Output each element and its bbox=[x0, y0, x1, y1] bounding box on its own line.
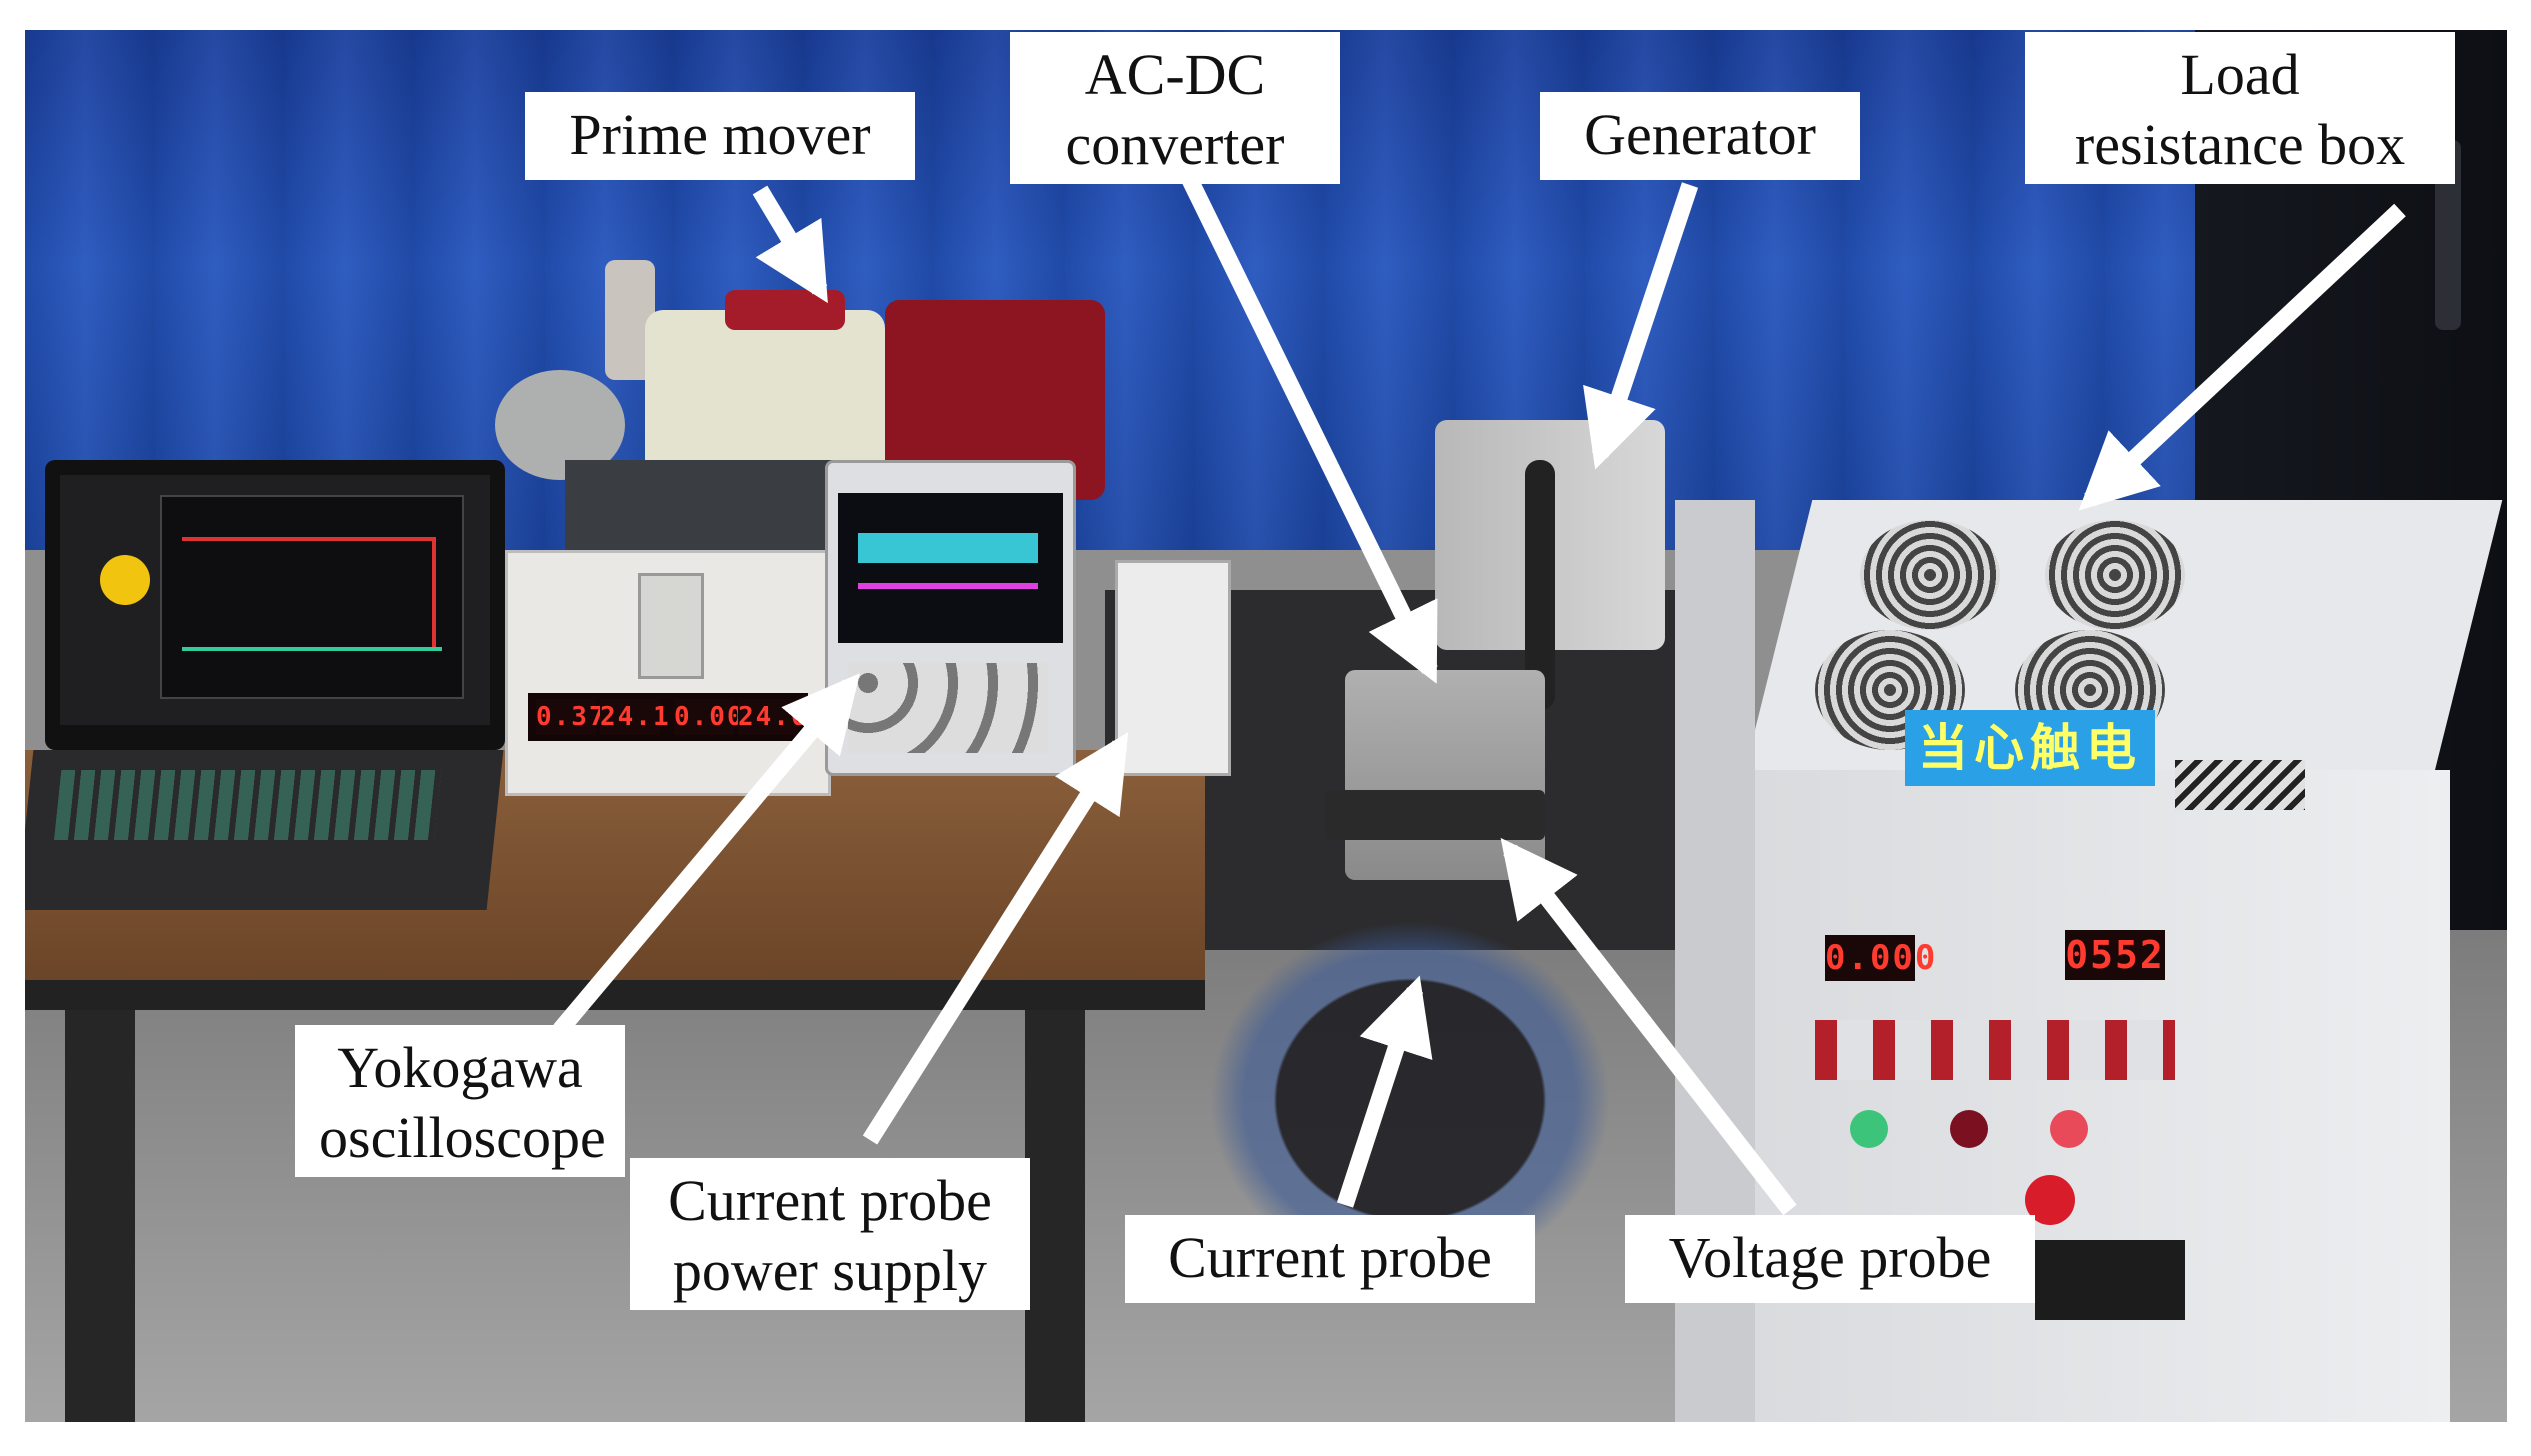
probe-clamps bbox=[1325, 790, 1545, 840]
label-current-probe: Current probe bbox=[1125, 1215, 1535, 1303]
load-resistance-box-front bbox=[1690, 770, 2450, 1422]
label-load-resistance-box: Load resistance box bbox=[2025, 32, 2455, 184]
table-leg-right bbox=[1025, 990, 1085, 1422]
oscilloscope-screen bbox=[838, 493, 1063, 643]
engine-red-cap bbox=[725, 290, 845, 330]
green-button bbox=[1850, 1110, 1888, 1148]
psu-right-current: 24.0 bbox=[738, 699, 807, 735]
laptop-screen bbox=[60, 475, 490, 725]
label-voltage-probe-text: Voltage probe bbox=[1668, 1225, 1992, 1290]
load-box-right-display: 0552 bbox=[2065, 930, 2165, 980]
label-cp-supply-line2: power supply bbox=[672, 1238, 988, 1303]
fan-1 bbox=[1860, 520, 2000, 630]
label-generator: Generator bbox=[1540, 92, 1860, 180]
label-prime-mover: Prime mover bbox=[525, 92, 915, 180]
label-yokogawa-line1: Yokogawa bbox=[337, 1035, 583, 1100]
label-ac-dc-converter: AC-DC converter bbox=[1010, 32, 1340, 184]
nameplate bbox=[2035, 1240, 2185, 1320]
shock-warning-sign: 当心触电 bbox=[1905, 710, 2155, 786]
load-box-left-display: 0.000 bbox=[1825, 935, 1935, 981]
generator-cable bbox=[1525, 460, 1555, 710]
psu-handle bbox=[638, 573, 704, 679]
label-voltage-probe: Voltage probe bbox=[1625, 1215, 2035, 1303]
oscilloscope-knobs bbox=[848, 663, 1048, 753]
label-load-line2: resistance box bbox=[2074, 112, 2406, 177]
load-vent-slots bbox=[2175, 760, 2305, 810]
fan-2 bbox=[2045, 520, 2185, 630]
load-switch-row bbox=[1815, 1020, 2175, 1080]
label-ac-dc-line1: AC-DC bbox=[1084, 42, 1266, 107]
red-button bbox=[2050, 1110, 2088, 1148]
label-cp-supply-line1: Current probe bbox=[668, 1168, 992, 1233]
label-yokogawa-line2: oscilloscope bbox=[319, 1105, 606, 1170]
label-generator-text: Generator bbox=[1584, 102, 1816, 167]
laptop-keyboard bbox=[25, 750, 504, 910]
table-apron bbox=[25, 980, 1205, 1010]
label-current-probe-power-supply: Current probe power supply bbox=[630, 1158, 1030, 1310]
current-probe-power-box bbox=[1115, 560, 1231, 776]
label-yokogawa-oscilloscope: Yokogawa oscilloscope bbox=[295, 1025, 625, 1177]
psu-left-current: 24.1 bbox=[600, 699, 669, 735]
label-ac-dc-line2: converter bbox=[1065, 112, 1285, 177]
oscilloscope bbox=[825, 460, 1076, 776]
label-load-line1: Load bbox=[2180, 42, 2300, 107]
dc-power-supply: 0.37 24.1 0.00 24.0 bbox=[505, 550, 831, 796]
lab-photo: 0.37 24.1 0.00 24.0 当心触电 0.000 0552 bbox=[25, 30, 2507, 1422]
psu-left-voltage: 0.37 bbox=[536, 699, 605, 735]
label-current-probe-text: Current probe bbox=[1168, 1225, 1492, 1290]
label-prime-mover-text: Prime mover bbox=[569, 102, 871, 167]
yellow-dial-icon bbox=[100, 555, 150, 605]
software-chart-area bbox=[160, 495, 464, 699]
red-lamp bbox=[1950, 1110, 1988, 1148]
psu-right-voltage: 0.00 bbox=[674, 699, 743, 735]
psu-display-panel: 0.37 24.1 0.00 24.0 bbox=[528, 693, 808, 741]
table-leg-left bbox=[65, 990, 135, 1422]
ac-dc-converter bbox=[1345, 670, 1545, 880]
